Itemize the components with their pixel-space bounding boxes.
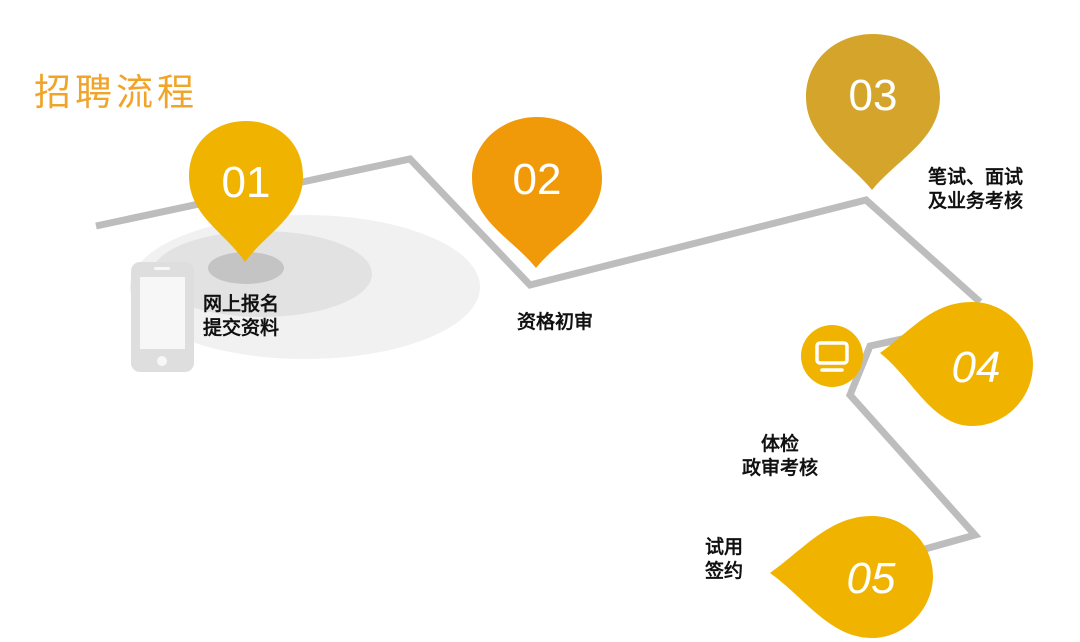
step-03-number: 03 — [849, 71, 898, 120]
pin-shadow — [208, 252, 284, 284]
step-04-label-line: 体检 — [761, 433, 800, 455]
page-title: 招聘流程 — [34, 71, 198, 114]
step-01-label: 网上报名 提交资料 — [203, 292, 279, 340]
step-01-number: 01 — [222, 158, 271, 207]
step-04-label-line: 政审考核 — [742, 457, 819, 479]
step-03-label: 笔试、面试 及业务考核 — [928, 165, 1023, 213]
step-03-label-line: 及业务考核 — [928, 190, 1024, 212]
step-02-label-line: 资格初审 — [517, 311, 594, 333]
step-03-pin: 03 — [806, 34, 940, 190]
process-path-line — [95, 155, 983, 305]
step-01-label-line: 提交资料 — [203, 317, 280, 339]
monitor-icon — [801, 325, 863, 387]
step-04-label: 体检 政审考核 — [742, 432, 818, 480]
step-02-pin: 02 — [472, 117, 602, 268]
step-05-number: 05 — [847, 554, 896, 603]
step-05-pin: 05 — [770, 516, 933, 638]
step-04-number: 04 — [952, 343, 1001, 392]
step-05-label: 试用 签约 — [705, 535, 743, 583]
step-05-label-line: 签约 — [705, 560, 744, 582]
phone-icon — [131, 262, 194, 372]
step-02-number: 02 — [513, 155, 562, 204]
step-02-label: 资格初审 — [517, 310, 593, 334]
step-01-pin: 01 — [189, 121, 303, 262]
step-01-label-line: 网上报名 — [203, 293, 280, 315]
step-05-label-line: 试用 — [705, 536, 744, 558]
step-04-pin: 04 — [880, 302, 1033, 426]
step-03-label-line: 笔试、面试 — [928, 166, 1024, 188]
